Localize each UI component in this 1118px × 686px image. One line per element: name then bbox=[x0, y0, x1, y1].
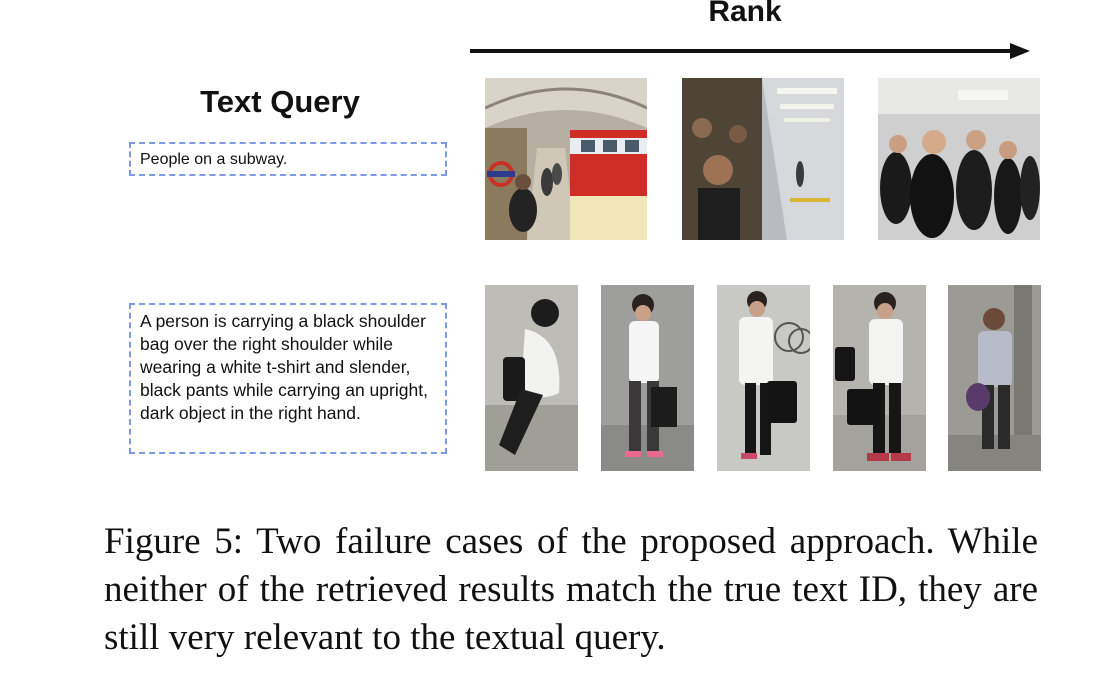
result-image-rank-4 bbox=[833, 285, 926, 471]
text-query-label: A person is carrying a black shoulder ba… bbox=[140, 311, 428, 423]
result-image-rank-5 bbox=[948, 285, 1041, 471]
pedestrian-purple-bag-photo bbox=[948, 285, 1041, 471]
text-query-box: People on a subway. bbox=[129, 142, 447, 176]
commuters-crowd-photo bbox=[878, 78, 1040, 240]
result-image-rank-2 bbox=[682, 78, 844, 240]
result-image-rank-3 bbox=[878, 78, 1040, 240]
text-query-label: People on a subway. bbox=[140, 151, 288, 168]
result-image-rank-2 bbox=[601, 285, 694, 471]
result-image-rank-1 bbox=[485, 285, 578, 471]
pedestrian-overhead-photo bbox=[485, 285, 578, 471]
pedestrian-white-shirt-photo bbox=[601, 285, 694, 471]
pedestrian-walking-photo bbox=[833, 285, 926, 471]
result-image-rank-3 bbox=[717, 285, 810, 471]
pedestrian-black-bag-photo bbox=[717, 285, 810, 471]
result-image-rank-1 bbox=[485, 78, 647, 240]
text-query-heading: Text Query bbox=[200, 84, 360, 119]
subway-car-interior-photo bbox=[682, 78, 844, 240]
subway-platform-photo bbox=[485, 78, 647, 240]
rank-arrow bbox=[470, 43, 1030, 59]
figure-caption: Figure 5: Two failure cases of the propo… bbox=[104, 521, 1038, 658]
rank-label: Rank bbox=[708, 0, 782, 28]
text-query-box: A person is carrying a black shoulder ba… bbox=[129, 303, 447, 454]
